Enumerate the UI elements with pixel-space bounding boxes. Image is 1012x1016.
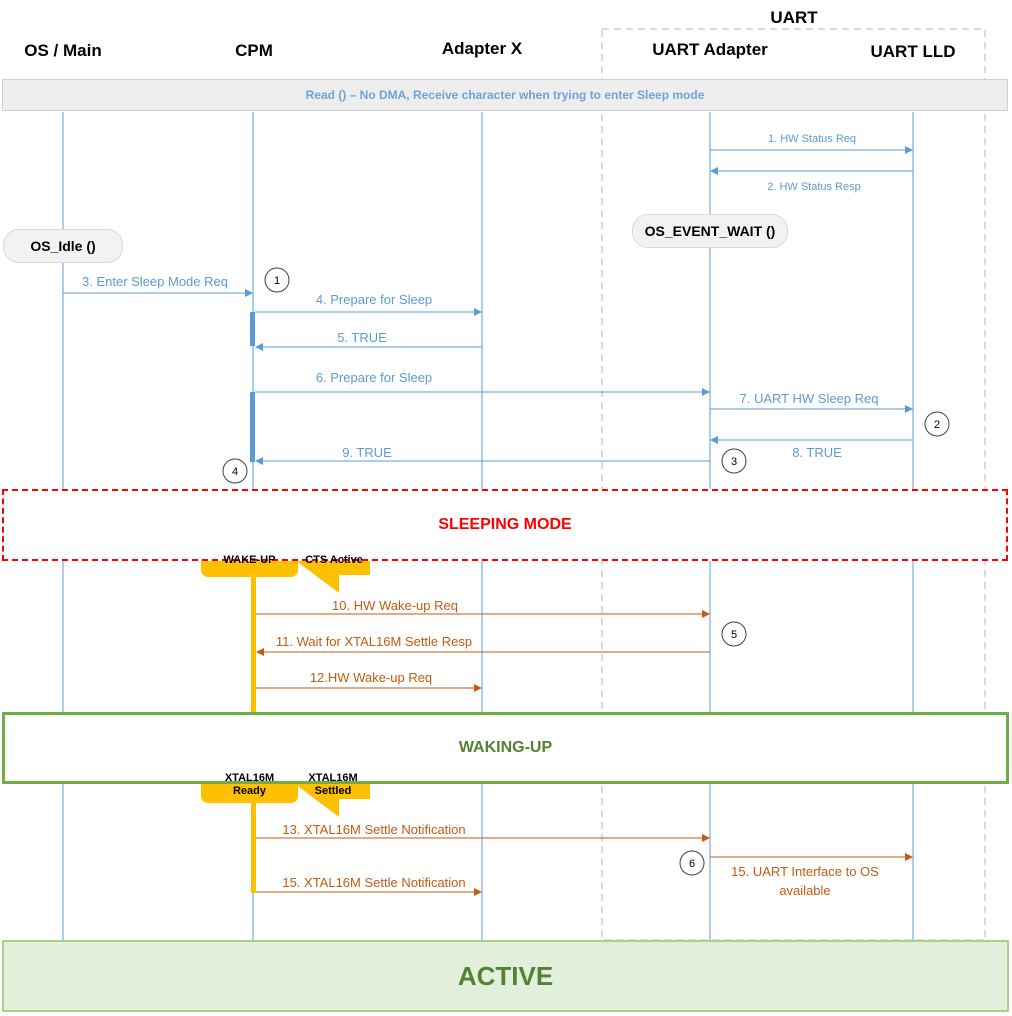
waking-up-region: WAKING-UP: [2, 712, 1009, 784]
sleeping-mode-region: SLEEPING MODE: [2, 489, 1008, 561]
label-m3: 3. Enter Sleep Mode Req: [82, 274, 228, 289]
label-m11: 11. Wait for XTAL16M Settle Resp: [276, 634, 472, 649]
step-marker-6: [679, 850, 705, 876]
label-m2: 2. HW Status Resp: [767, 181, 861, 193]
step-marker-4: [222, 458, 248, 484]
lane-header-os-main: OS / Main: [24, 41, 102, 60]
label-m1: 1. HW Status Req: [768, 133, 856, 145]
scenario-banner: Read () – No DMA, Receive character when…: [2, 79, 1008, 111]
cpm-activation-1: [250, 312, 255, 346]
lane-header-cpm: CPM: [235, 41, 273, 60]
uart-group-title: UART: [770, 8, 818, 27]
label-m6: 6. Prepare for Sleep: [316, 370, 432, 385]
label-m7: 7. UART HW Sleep Req: [740, 391, 879, 406]
step-label-5: 5: [731, 629, 737, 641]
xtal16m-settled-label: XTAL16M Settled: [298, 772, 368, 798]
lane-header-uart-lld: UART LLD: [870, 42, 956, 61]
label-m15b-line2: available: [779, 883, 830, 898]
step-marker-2: [924, 411, 950, 437]
label-m4: 4. Prepare for Sleep: [316, 292, 432, 307]
step-label-4: 4: [232, 466, 238, 478]
step-label-1: 1: [274, 275, 280, 287]
step-label-6: 6: [689, 858, 695, 870]
os-event-wait-note: OS_EVENT_WAIT (): [632, 214, 788, 248]
os-idle-note: OS_Idle (): [3, 229, 123, 263]
lane-header-adapter-x: Adapter X: [441, 39, 523, 58]
xtal16m-settled-line1: XTAL16M: [308, 772, 358, 784]
step-markers: [222, 267, 950, 876]
lane-header-uart-adapter: UART Adapter: [652, 40, 768, 59]
active-region: ACTIVE: [2, 940, 1009, 1012]
cts-active-label: CTS Active: [305, 554, 363, 566]
label-m5: 5. TRUE: [337, 330, 387, 345]
step-marker-1: [264, 267, 290, 293]
uart-group-frame: [601, 28, 986, 941]
xtal16m-ready-line1: XTAL16M: [224, 772, 275, 784]
xtal16m-ready-line2: Ready: [232, 785, 267, 797]
cpm-activation-2: [250, 392, 255, 462]
label-m9: 9. TRUE: [342, 445, 392, 460]
label-m13: 13. XTAL16M Settle Notification: [282, 822, 465, 837]
label-m8: 8. TRUE: [792, 445, 842, 460]
label-m12: 12.HW Wake-up Req: [310, 670, 432, 685]
sleep-messages: [63, 146, 913, 465]
xtal16m-settled-line2: Settled: [314, 785, 352, 797]
wake-up-label: WAKE-UP: [223, 554, 276, 566]
step-label-3: 3: [731, 456, 737, 468]
wake-messages: [256, 610, 913, 896]
step-label-2: 2: [934, 419, 940, 431]
label-m10: 10. HW Wake-up Req: [332, 598, 458, 613]
step-marker-3: [721, 448, 747, 474]
label-m15: 15. XTAL16M Settle Notification: [282, 875, 465, 890]
xtal16m-settled-arrow: [295, 751, 370, 817]
step-marker-5: [721, 621, 747, 647]
label-m15b-line1: 15. UART Interface to OS: [731, 864, 879, 879]
xtal16m-ready-label: XTAL16M Ready: [201, 772, 298, 798]
